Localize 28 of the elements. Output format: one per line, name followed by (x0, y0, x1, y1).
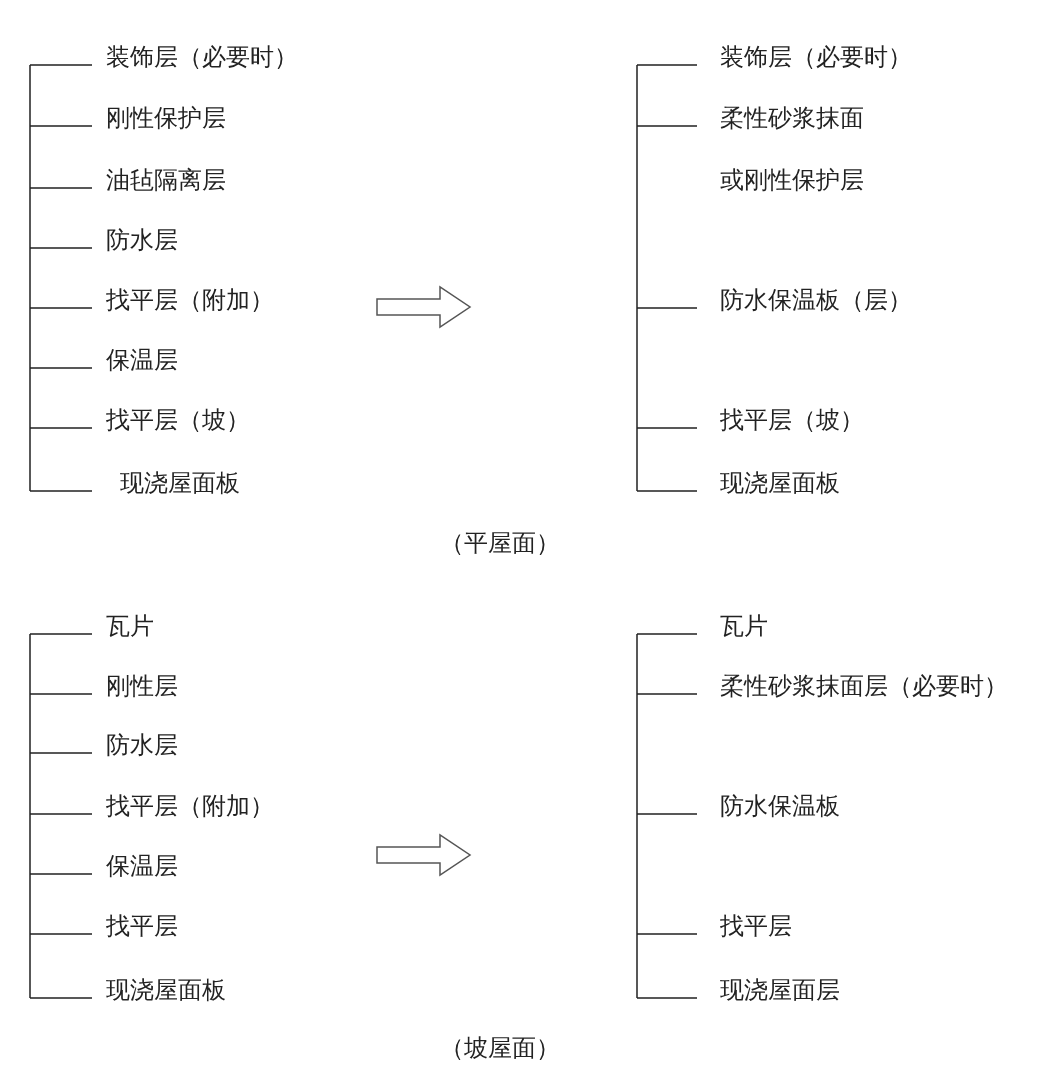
layer-label: 装饰层（必要时） (106, 43, 298, 71)
layer-label: 找平层（附加） (106, 792, 274, 820)
layer-label: 瓦片 (720, 612, 768, 640)
layer-label: 现浇屋面板 (720, 469, 840, 497)
layer-label: 防水保温板 (720, 792, 840, 820)
layer-label: 装饰层（必要时） (720, 43, 912, 71)
layer-label: 刚性层 (106, 672, 178, 700)
layer-label: 找平层 (106, 912, 178, 940)
layer-label: 油毡隔离层 (106, 166, 226, 194)
layer-label: 找平层 (720, 912, 792, 940)
layer-label: 防水保温板（层） (720, 286, 912, 314)
layer-label: 柔性砂浆抹面层（必要时） (720, 672, 1008, 700)
layer-label: 或刚性保护层 (720, 166, 864, 194)
layer-label: 找平层（附加） (106, 286, 274, 314)
layer-label: 现浇屋面板 (120, 469, 240, 497)
layer-label: 瓦片 (106, 612, 154, 640)
layer-label: 防水层 (106, 731, 178, 759)
caption: （平屋面） (440, 529, 560, 557)
caption: （坡屋面） (440, 1034, 560, 1062)
layer-label: 保温层 (106, 346, 178, 374)
layer-label: 柔性砂浆抹面 (720, 104, 864, 132)
layer-label: 现浇屋面层 (720, 976, 840, 1004)
layer-label: 保温层 (106, 852, 178, 880)
layer-label: 现浇屋面板 (106, 976, 226, 1004)
layer-label: 防水层 (106, 226, 178, 254)
layer-label: 找平层（坡） (720, 406, 864, 434)
layer-label: 刚性保护层 (106, 104, 226, 132)
layer-label: 找平层（坡） (106, 406, 250, 434)
